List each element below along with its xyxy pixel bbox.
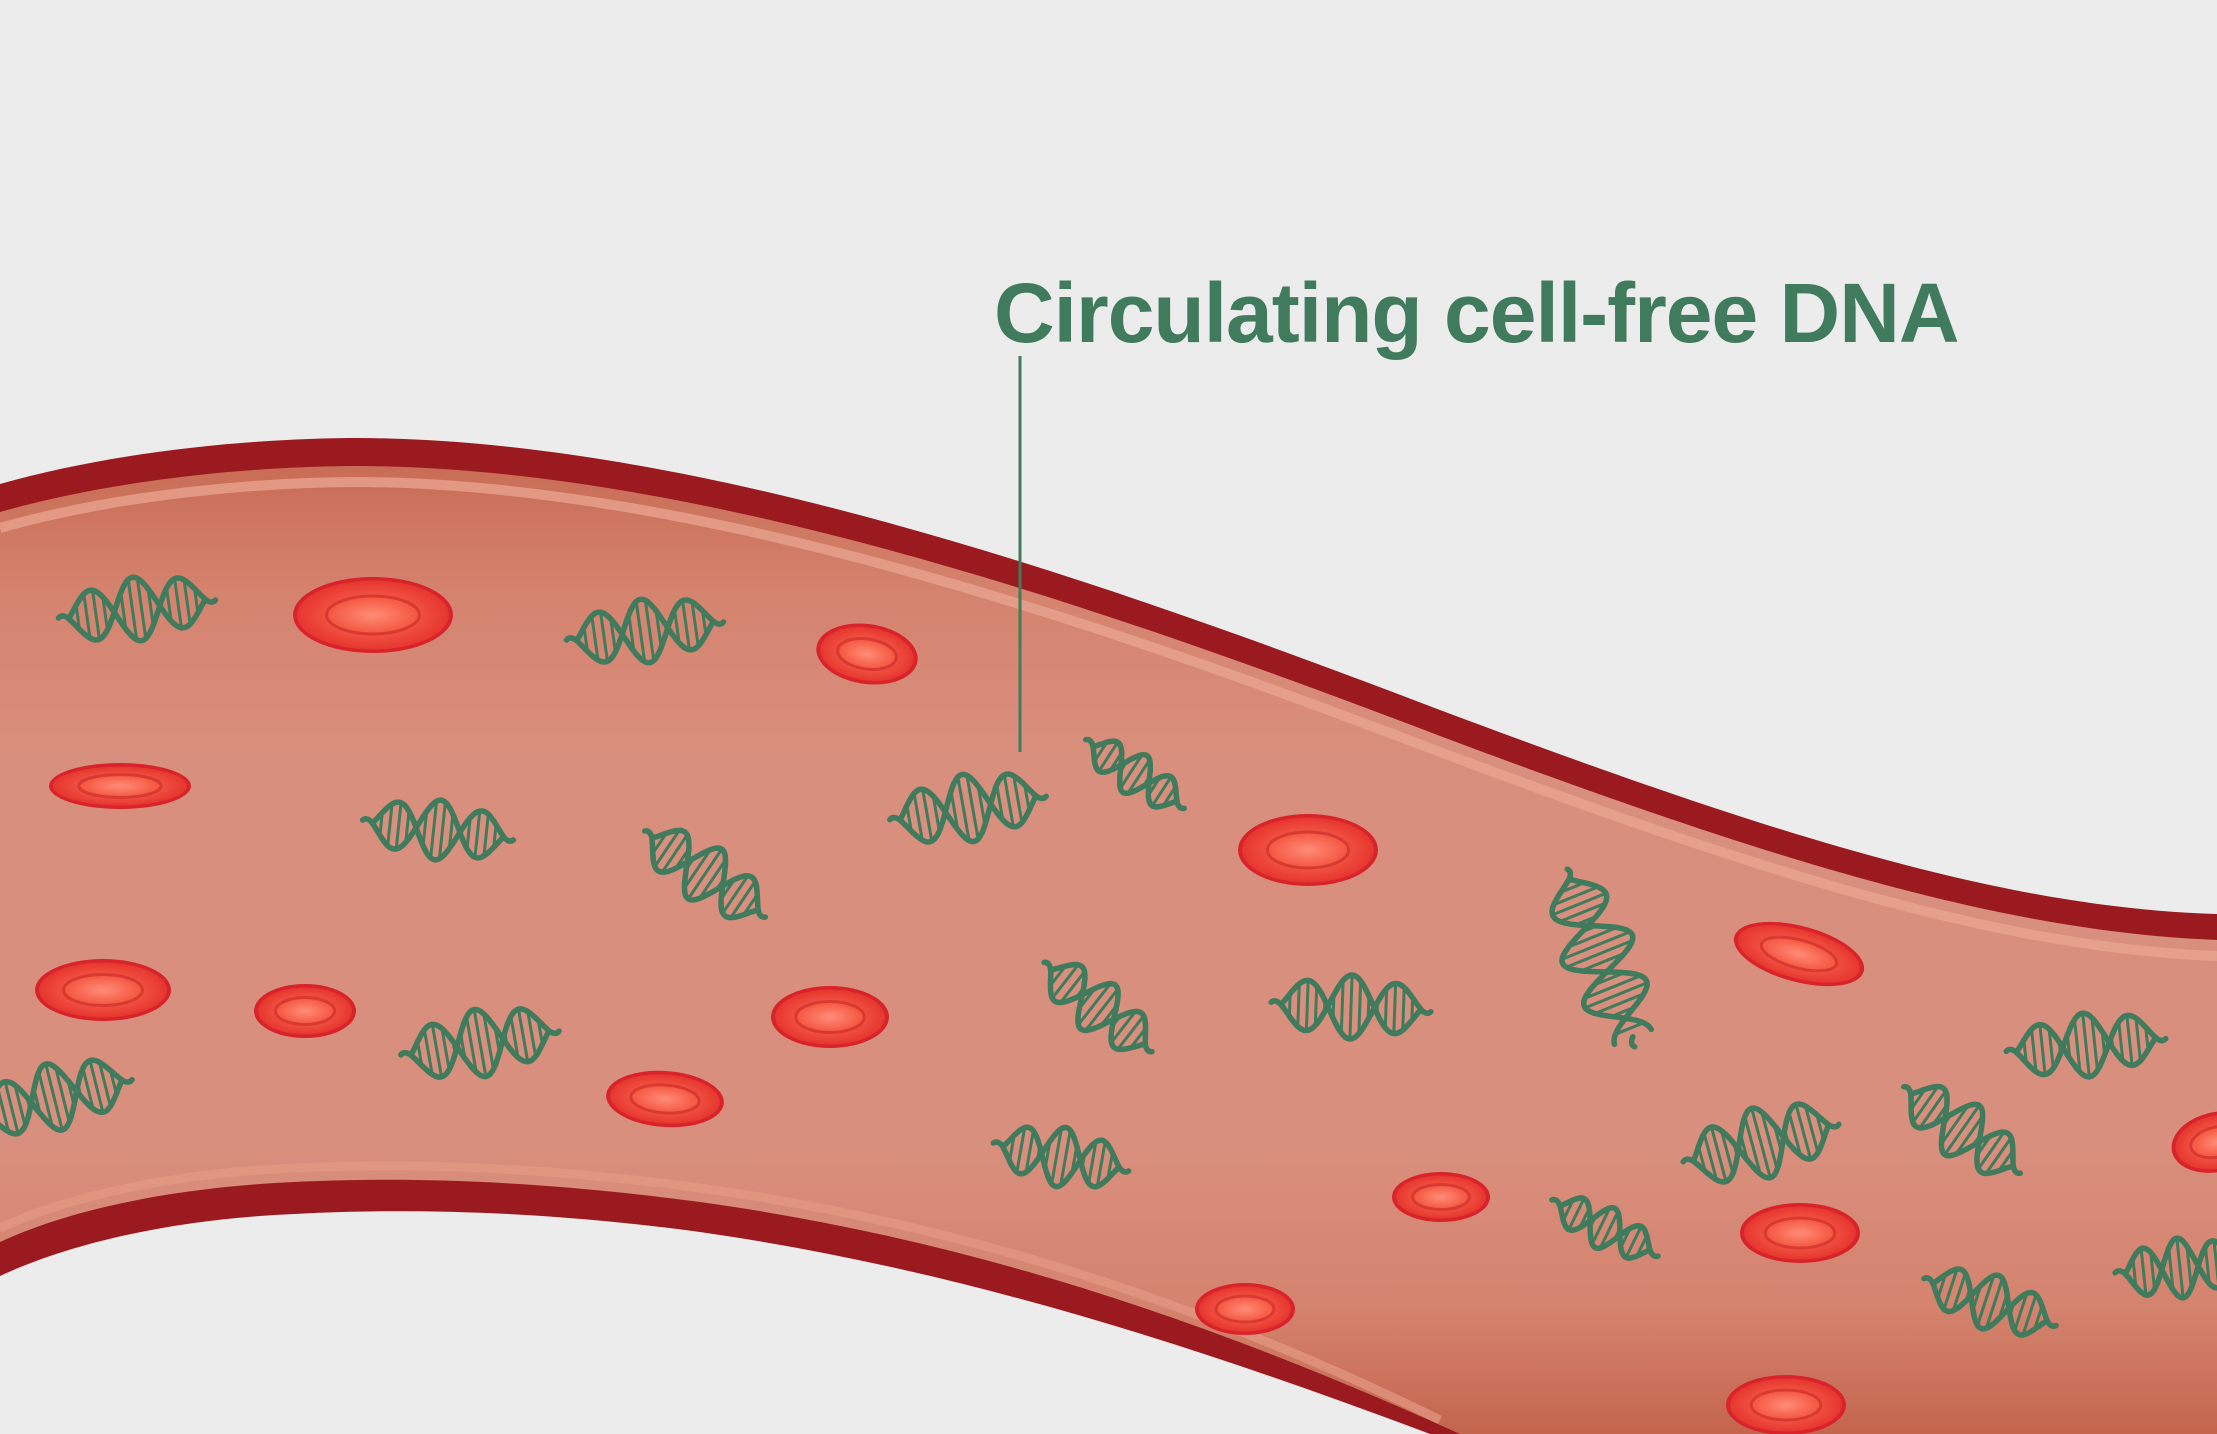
dna-fragment-icon — [1921, 1266, 2059, 1338]
dna-fragment-icon — [1901, 1083, 2023, 1177]
dna-fragment-icon — [1680, 1101, 1842, 1185]
red-blood-cell — [49, 763, 191, 809]
dna-fragment-icon — [0, 1057, 135, 1137]
cfdna-label: Circulating cell-free DNA — [994, 266, 1959, 360]
vessel-highlight-top — [0, 476, 2217, 961]
dna-fragment-icon — [2112, 1235, 2217, 1301]
dna-fragment-icon — [1549, 1195, 1661, 1261]
dna-fragment-icon — [887, 771, 1049, 845]
dna-fragment-icon — [563, 596, 727, 666]
red-blood-cell — [1740, 1203, 1860, 1263]
dna-fragment-icon — [1041, 959, 1155, 1055]
red-blood-cell — [1238, 814, 1378, 886]
dna-fragment-icon — [1549, 866, 1655, 1050]
blood-vessel — [0, 438, 2217, 1434]
red-blood-cell — [1733, 921, 1865, 987]
red-blood-cell — [816, 623, 918, 685]
dna-fragment-icon — [398, 1006, 562, 1080]
dna-fragment-icon — [1268, 972, 1434, 1042]
dna-fragment-icon — [55, 574, 219, 644]
vessel-highlight-bottom — [0, 1161, 1442, 1425]
vessel-lumen — [0, 466, 2217, 1434]
dna-fragment-icon — [359, 797, 517, 863]
dna-fragment-icon — [990, 1124, 1132, 1190]
red-blood-cell — [771, 986, 889, 1048]
red-blood-cell — [1392, 1172, 1490, 1222]
dna-fragment-icon — [1083, 736, 1187, 812]
red-blood-cell — [35, 959, 171, 1021]
red-blood-cell — [293, 577, 453, 653]
dna-fragment-icon — [642, 827, 768, 921]
red-blood-cell — [606, 1070, 724, 1128]
red-blood-cell — [2171, 1111, 2217, 1173]
red-blood-cell — [254, 984, 356, 1038]
dna-fragment-icon — [2003, 1010, 2169, 1080]
red-blood-cells — [35, 577, 2217, 1434]
red-blood-cell — [1195, 1283, 1295, 1335]
red-blood-cell — [1726, 1375, 1846, 1434]
dna-fragments — [0, 574, 2217, 1338]
